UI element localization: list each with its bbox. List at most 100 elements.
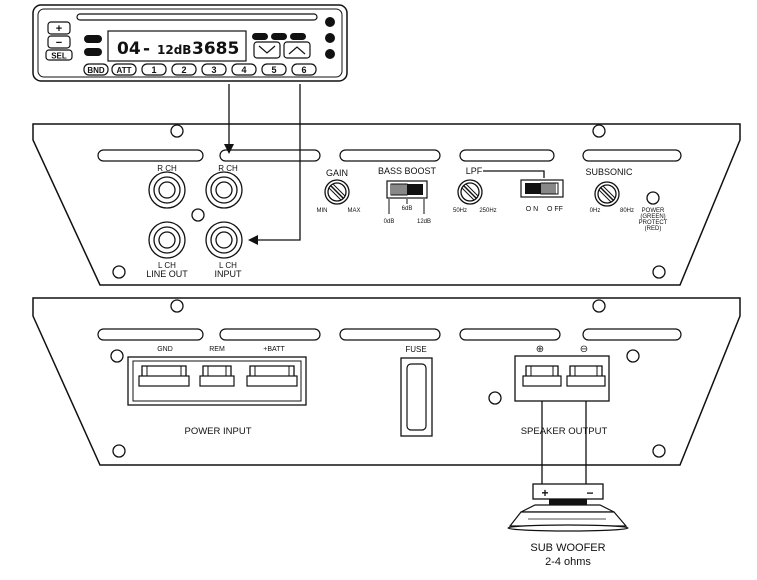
power-input-label: POWER INPUT xyxy=(184,426,251,437)
speaker-output-label: SPEAKER OUTPUT xyxy=(521,426,608,437)
svg-text:SEL: SEL xyxy=(51,52,67,61)
lpf-50hz-label: 50Hz xyxy=(453,208,467,214)
subwoofer-minus: − xyxy=(586,486,593,500)
vent-slot xyxy=(459,149,555,162)
preset-button-label: 4 xyxy=(241,65,246,75)
bass-6db-label: 6dB xyxy=(402,206,413,212)
fuse-holder[interactable] xyxy=(400,357,433,437)
lpf-label: LPF xyxy=(466,166,483,176)
up-button[interactable] xyxy=(283,41,311,59)
knob-dot-1[interactable] xyxy=(325,17,335,27)
chevron-up-icon xyxy=(288,46,306,55)
sel-button[interactable]: SEL xyxy=(45,49,73,61)
speaker-plus-symbol: ⊕ xyxy=(536,344,544,355)
rca-signal-cables xyxy=(224,84,301,245)
down-button[interactable] xyxy=(253,41,281,59)
bass-boost-switch[interactable] xyxy=(386,180,428,199)
subsonic-0hz-label: 0Hz xyxy=(590,208,601,214)
mount-hole-br xyxy=(652,444,666,458)
preset-button-3[interactable]: 3 xyxy=(201,63,227,76)
mount-hole-br xyxy=(652,265,666,279)
subsonic-label: SUBSONIC xyxy=(585,167,633,177)
power-led-line-3: PROTECT xyxy=(639,220,668,226)
preset-button-4[interactable]: 4 xyxy=(231,63,257,76)
gain-max-label: MAX xyxy=(347,208,360,214)
gnd-label: GND xyxy=(157,346,173,353)
lpf-on-off-switch[interactable] xyxy=(520,179,564,198)
preset-button-label: 1 xyxy=(151,65,156,75)
knob-dot-3[interactable] xyxy=(325,49,335,59)
amplifier-top-panel: R CH R CH L CH L CH LINE OUT INPUT GAIN … xyxy=(32,123,741,286)
rem-label: REM xyxy=(209,346,225,353)
subwoofer-impedance: 2-4 ohms xyxy=(545,556,591,568)
vent-slot xyxy=(582,328,682,341)
lpf-knob[interactable] xyxy=(457,179,483,205)
preset-button-5[interactable]: 5 xyxy=(261,63,287,76)
subsonic-80hz-label: 80Hz xyxy=(620,208,634,214)
subwoofer-plus: + xyxy=(541,486,548,500)
speaker-minus-symbol: ⊖ xyxy=(580,344,588,355)
svg-text:+: + xyxy=(56,23,62,35)
preset-button-2[interactable]: 2 xyxy=(171,63,197,76)
knob-dot-2[interactable] xyxy=(325,33,335,43)
center-screw xyxy=(191,208,205,222)
power-terminal-block[interactable] xyxy=(127,356,307,406)
mount-hole-bl xyxy=(112,265,126,279)
gain-knob[interactable] xyxy=(324,179,350,205)
left-pill-button-2[interactable] xyxy=(84,48,102,56)
mount-hole-ml xyxy=(110,349,124,363)
vent-slot xyxy=(219,149,321,162)
r-ch-label-left: R CH xyxy=(157,164,177,173)
lpf-off-label: O FF xyxy=(547,206,563,213)
vent-slot xyxy=(339,149,441,162)
svg-text:−: − xyxy=(56,37,62,49)
vent-slot xyxy=(97,328,204,341)
preset-button-label: 5 xyxy=(271,65,276,75)
power-led-line-4: (RED) xyxy=(645,226,662,232)
vent-slot xyxy=(219,328,321,341)
mount-hole-tl xyxy=(170,124,184,138)
mount-hole-tr xyxy=(592,124,606,138)
bass-0db-label: 0dB xyxy=(384,219,395,225)
batt-label: +BATT xyxy=(263,346,285,353)
speaker-terminal-block[interactable] xyxy=(514,355,610,402)
rca-input-r[interactable] xyxy=(205,171,243,209)
gain-label: GAIN xyxy=(326,168,348,178)
svg-text:12dB: 12dB xyxy=(157,43,191,57)
r-ch-label-right: R CH xyxy=(218,164,238,173)
amplifier-bottom-panel: GND REM +BATT POWER INPUT FUSE ⊕ ⊖ SPEAK… xyxy=(32,297,741,466)
mount-hole-tl xyxy=(170,299,184,313)
preset-button-1[interactable]: 1 xyxy=(141,63,167,76)
preset-button-label: BND xyxy=(87,66,105,75)
vent-slot xyxy=(339,328,441,341)
rca-input-l[interactable] xyxy=(205,221,243,259)
mount-hole-mid xyxy=(488,391,502,405)
preset-button-label: 6 xyxy=(301,65,306,75)
pill-button-b[interactable] xyxy=(271,33,287,40)
svg-text:04: 04 xyxy=(117,39,141,59)
rca-line-out-l[interactable] xyxy=(148,221,186,259)
plus-button[interactable]: + xyxy=(47,21,71,35)
preset-button-bnd[interactable]: BND xyxy=(83,63,109,76)
mount-hole-tr xyxy=(592,299,606,313)
vent-slot xyxy=(97,149,204,162)
svg-text:-: - xyxy=(143,39,150,59)
svg-text:3685: 3685 xyxy=(192,39,239,59)
l-ch-label-right: L CH xyxy=(219,261,237,270)
cd-slot xyxy=(76,13,318,21)
left-pill-button-1[interactable] xyxy=(84,35,102,43)
subsonic-knob[interactable] xyxy=(594,181,620,207)
l-ch-label-left: L CH xyxy=(158,261,176,270)
preset-button-att[interactable]: ATT xyxy=(111,63,137,76)
lpf-on-label: O N xyxy=(526,206,538,213)
preset-button-6[interactable]: 6 xyxy=(291,63,317,76)
rca-line-out-r[interactable] xyxy=(148,171,186,209)
bass-12db-label: 12dB xyxy=(417,219,431,225)
pill-button-c[interactable] xyxy=(290,33,306,40)
lpf-250hz-label: 250Hz xyxy=(479,208,496,214)
gain-min-label: MIN xyxy=(317,208,328,214)
mount-hole-mr xyxy=(626,349,640,363)
pill-button-a[interactable] xyxy=(252,33,268,40)
minus-button[interactable]: − xyxy=(47,35,71,49)
